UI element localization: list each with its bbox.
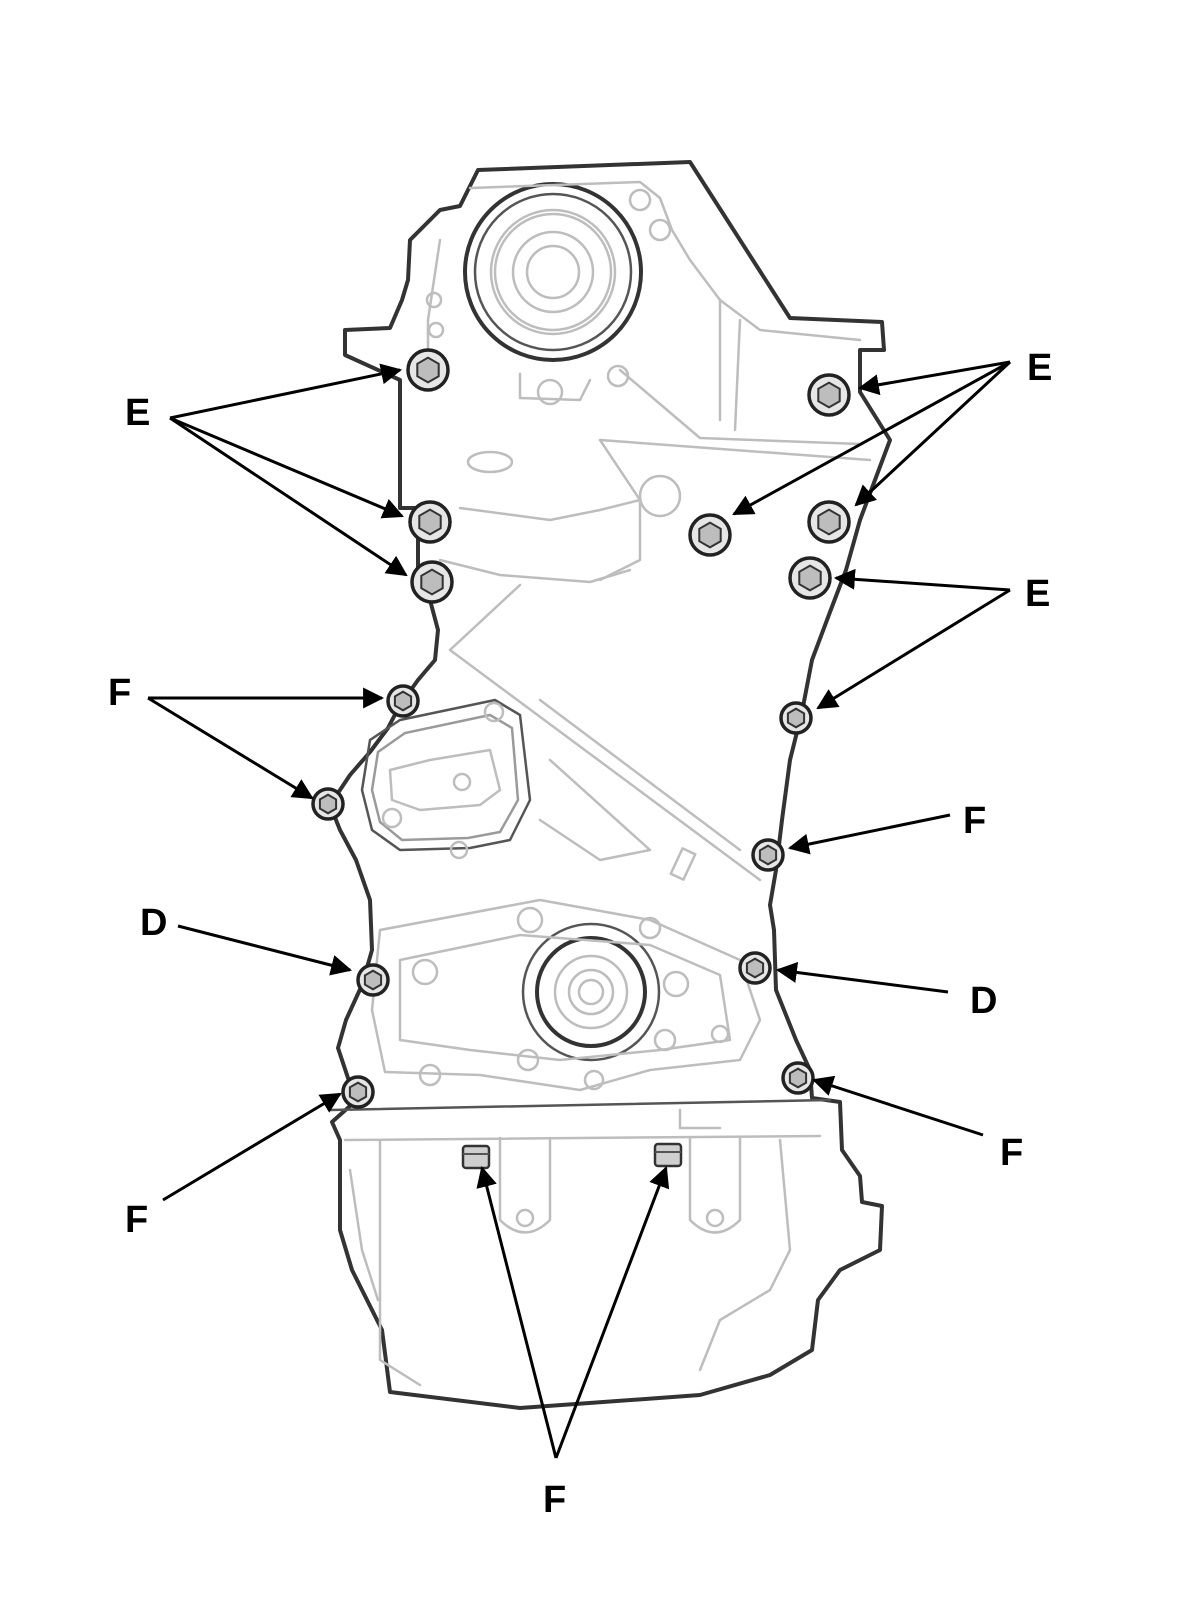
- callout-f-left-upper: F: [108, 672, 385, 800]
- bolt-e-head: [408, 500, 452, 544]
- callout-label-f-right-upper: F: [963, 800, 986, 842]
- bolt-e-head: [807, 500, 851, 544]
- bolt-e-head: [788, 556, 832, 600]
- callout-f-bottom: F: [476, 1165, 670, 1521]
- callout-f-right-lower: F: [812, 1075, 1023, 1174]
- callout-f-left-lower: F: [125, 1092, 342, 1241]
- callout-label-f-bottom: F: [543, 1479, 566, 1521]
- timing-cover-outline: [328, 160, 892, 1410]
- callout-d-right: D: [775, 962, 997, 1022]
- callout-e-left: E: [125, 363, 408, 577]
- callout-f-right-upper: F: [787, 800, 986, 855]
- callout-e-right-top: E: [732, 347, 1052, 516]
- callout-label-d-left: D: [140, 902, 167, 944]
- bolt-f-head: [386, 684, 420, 718]
- bolt-e-head: [688, 513, 732, 557]
- bolt-e-head: [406, 348, 450, 392]
- bolt-f-head: [341, 1075, 375, 1109]
- callout-d-left: D: [140, 902, 353, 976]
- bolt-e-head: [807, 373, 851, 417]
- callout-label-f-left-upper: F: [108, 672, 131, 714]
- bolt-f-head: [751, 838, 785, 872]
- bolt-f-head: [779, 701, 813, 735]
- callout-label-d-right: D: [970, 980, 997, 1022]
- bolt-markers: [311, 348, 851, 1170]
- callout-label-e-right-mid: E: [1025, 573, 1050, 615]
- bolt-f-head: [311, 787, 345, 821]
- bolt-f-pan-head: [461, 1144, 491, 1170]
- bolt-f-head: [781, 1061, 815, 1095]
- callout-label-e-left: E: [125, 392, 150, 434]
- callout-label-e-right-top: E: [1027, 347, 1052, 389]
- bolt-f-pan-head: [653, 1142, 683, 1168]
- bolt-d-head: [738, 951, 772, 985]
- callout-label-f-left-lower: F: [125, 1199, 148, 1241]
- callout-e-right-mid: E: [816, 568, 1050, 710]
- callout-label-f-right-lower: F: [1000, 1132, 1023, 1174]
- bolt-e-head: [410, 560, 454, 604]
- bolt-d-head: [356, 963, 390, 997]
